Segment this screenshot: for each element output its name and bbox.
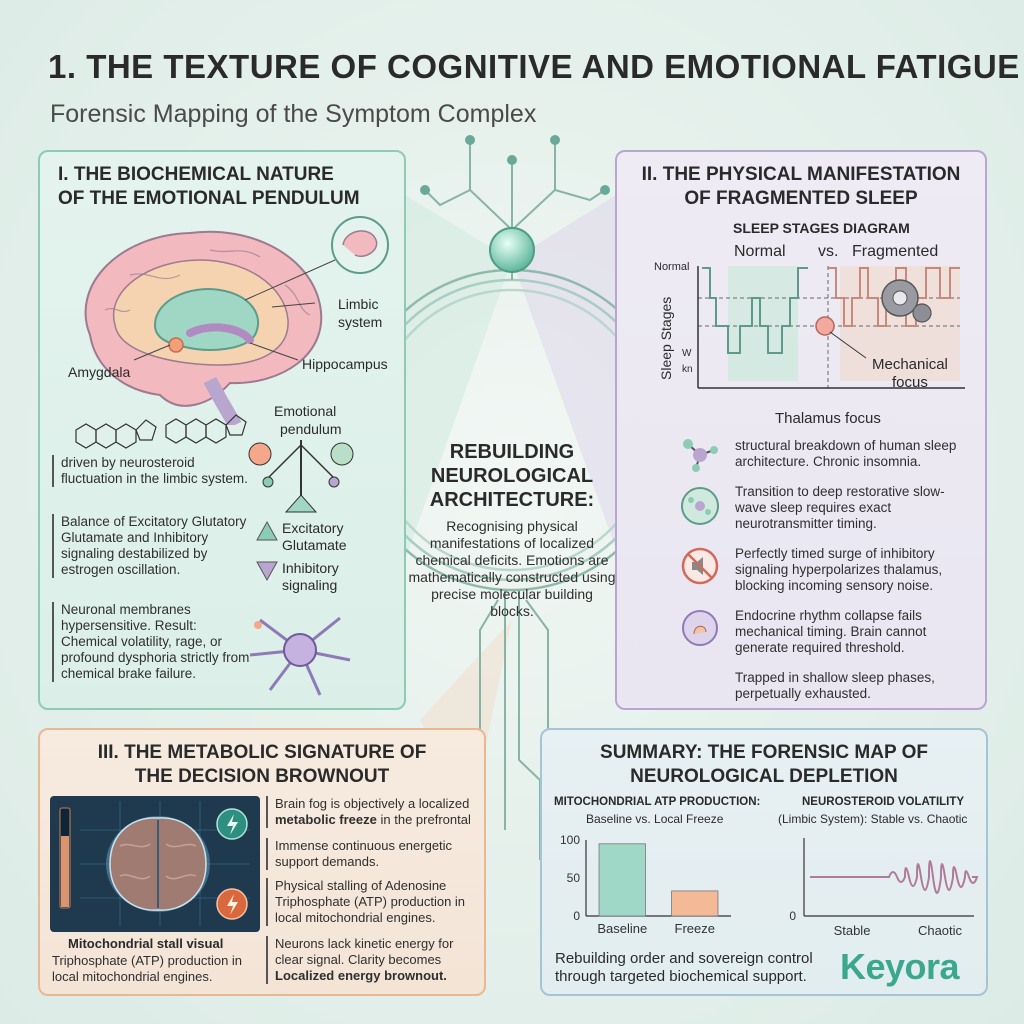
panel-fragmented-sleep [615,150,987,710]
volatility-chart-subtitle: (Limbic System): Stable vs. Chaotic [778,812,968,826]
summary-footer-line2: through targeted biochemical support. [555,968,807,985]
sleep-item-5: Trapped in shallow sleep phases, perpetu… [735,670,935,701]
center-title-line2: NEUROLOGICAL [430,465,594,487]
molecule-icon [683,439,718,472]
sleep-item-2: Transition to deep restorative slow-wave… [735,484,945,531]
panel1-title-line2: OF THE EMOTIONAL PENDULUM [58,188,360,209]
amygdala-label: Amygdala [68,364,131,380]
pendulum-label-line1: Emotional [274,403,337,419]
panel3-bullet-1-text: Brain fog is objectively a localized [275,796,470,811]
atp-bar [598,843,646,917]
mitochondrial-caption: Triphosphate (ATP) production in local m… [52,953,243,984]
sleep-fragmented-label: Fragmented [852,243,939,260]
panel3-title-line1: III. THE METABOLIC SIGNATURE OF [97,742,427,763]
atp-bar [671,890,719,917]
page-title: 1. THE TEXTURE OF COGNITIVE AND EMOTIONA… [48,48,1020,85]
atp-x-tick: Freeze [675,921,715,936]
brand-logo: Keyora [840,946,960,988]
atp-chart-subtitle: Baseline vs. Local Freeze [586,812,724,826]
sleep-y-tick-normal: Normal [654,261,690,273]
metabolic-freeze-emphasis: metabolic freeze [275,812,377,827]
brand-name: Keyora [840,946,960,987]
mechanical-focus-label-1: Mechanical [872,356,948,373]
hippocampus-label: Hippocampus [302,356,388,372]
volatility-x-tick: Stable [834,923,871,938]
thalamus-focus-label: Thalamus focus [775,410,881,427]
panel1-bullet-2: Balance of Excitatory Glutatory Glutamat… [52,514,252,578]
hormone-icon [682,610,718,646]
atp-x-tick: Baseline [597,921,647,936]
panel4-title-line2: NEUROLOGICAL DEPLETION [630,766,898,787]
brain-illustration [84,216,389,425]
energy-brownout-emphasis: Localized energy brownout. [275,968,447,983]
panel3-bullet-4-text: Neurons lack kinetic energy for clear si… [275,936,454,967]
mitochondrial-stall-visual [50,796,260,932]
atp-y-tick: 100 [560,833,580,847]
panel3-bullet-1: Brain fog is objectively a localized met… [266,796,476,828]
sleep-diagram-title: SLEEP STAGES DIAGRAM [733,220,910,236]
limbic-label-line2: system [338,314,383,330]
neuron-illustration [249,616,351,696]
inhibitory-icon [256,561,278,582]
volatility-x-tick: Chaotic [918,923,963,938]
panel1-bullet-1: driven by neurosteroid fluctuation in th… [52,455,252,487]
inhibitory-label-line2: signaling [282,577,338,593]
sleep-y-tick-w: W [682,348,692,359]
sleep-normal-label: Normal [734,243,786,260]
panel4-title-line1: SUMMARY: THE FORENSIC MAP OF [600,742,928,763]
center-body: Recognising physical manifestations of l… [408,518,616,619]
panel3-bullet-3: Physical stalling of Adenosine Triphosph… [266,878,476,926]
sleep-y-axis-label: Sleep Stages [658,296,674,380]
excitatory-label-line1: Excitatory [282,520,344,536]
volatility-y-tick: 0 [789,909,796,923]
panel2-title-line1: II. THE PHYSICAL MANIFESTATION [641,164,961,185]
center-title-line3: ARCHITECTURE: [429,489,595,511]
inhibitory-label-line1: Inhibitory [282,560,339,576]
sleep-vs-label: vs. [818,243,839,260]
sleep-stages-chart [697,266,965,389]
volatility-series-line [810,860,979,894]
summary-footer-line1: Rebuilding order and sovereign control [555,950,813,967]
atp-y-tick: 0 [573,909,580,923]
sleep-item-4: Endocrine rhythm collapse fails mechanic… [735,608,927,655]
sleep-y-tick-k: kn [682,364,693,375]
molecule-diagram [75,414,247,449]
sleep-item-1: structural breakdown of human sleep arch… [735,438,957,469]
panel3-bullet-4: Neurons lack kinetic energy for clear si… [266,936,476,984]
cell-icon [681,487,719,525]
sleep-item-3: Perfectly timed surge of inhibitory sign… [735,546,943,593]
limbic-label-line1: Limbic [338,296,379,312]
pendulum-label-line2: pendulum [280,421,342,437]
panel1-title-line1: I. THE BIOCHEMICAL NATURE [58,164,334,185]
excitatory-icon [256,520,278,541]
atp-chart-title: MITOCHONDRIAL ATP PRODUCTION: [554,796,761,808]
mechanical-focus-label-2: focus [892,374,928,391]
page-subtitle: Forensic Mapping of the Symptom Complex [50,100,537,128]
excitatory-label-line2: Glutamate [282,537,347,553]
panel3-bullet-2: Immense continuous energetic support dem… [266,838,476,870]
pendulum-icon [248,440,354,513]
panel2-title-line2: OF FRAGMENTED SLEEP [684,188,918,209]
panel1-bullet-3: Neuronal membranes hypersensitive. Resul… [52,602,252,682]
volatility-chart-title: NEUROSTEROID VOLATILITY [802,796,965,808]
panel3-bullet-1-tail: in the prefrontal [380,812,471,827]
atp-y-tick: 50 [567,871,581,885]
mitochondrial-caption-bold: Mitochondrial stall visual [68,936,224,951]
mute-icon [681,547,719,585]
center-title-line1: REBUILDING [449,441,575,463]
panel3-title-line2: THE DECISION BROWNOUT [134,766,390,787]
